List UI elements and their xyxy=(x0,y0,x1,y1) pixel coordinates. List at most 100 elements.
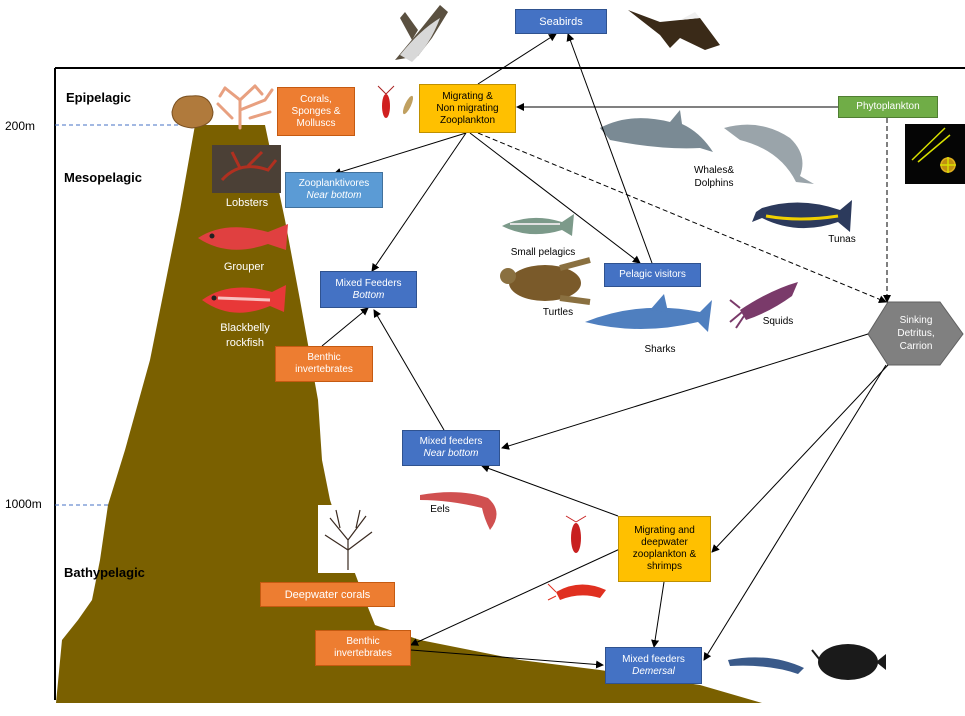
blackbelly-line1: Blackbelly xyxy=(220,322,270,334)
blackbelly-rockfish-label: Blackbelly rockfish xyxy=(205,321,285,351)
whales-dolphins-label: Whales& Dolphins xyxy=(682,164,746,190)
arrow-benthic-to-demersal xyxy=(410,649,604,669)
whales-line1: Whales& xyxy=(693,165,734,176)
grouper-label: Grouper xyxy=(223,261,265,273)
deepwater-corals-box: Deepwater corals xyxy=(260,582,395,607)
coral-branch-icon xyxy=(216,84,274,130)
migrating-deep-line3: zooplankton & xyxy=(632,549,697,560)
whale-icon xyxy=(724,124,814,184)
corals-line2: Sponges & xyxy=(291,105,341,117)
detritus-label: Sinking Detritus, Carrion xyxy=(872,314,960,353)
pelagic-visitors-box: Pelagic visitors xyxy=(604,263,701,287)
arrow-benthic-to-mixed-bottom xyxy=(321,307,369,347)
gorgonian-coral-icon xyxy=(324,509,373,570)
arrow-zooplankton-to-pelagic-visitors xyxy=(469,132,641,264)
detritus-line3: Carrion xyxy=(899,341,933,352)
zooplankton-copepod-icon xyxy=(377,85,414,118)
arrow-zooplankton-to-zooplanktivores xyxy=(333,132,467,176)
blackbelly-rockfish-icon xyxy=(202,285,286,313)
mixed-feeders-demersal-box: Mixed feeders Demersal xyxy=(605,647,702,684)
lobsters-label: Lobsters xyxy=(225,197,269,209)
corals-box: Corals, Sponges & Molluscs xyxy=(277,87,355,136)
eels-label: Eels xyxy=(430,504,450,515)
depth-1000m-label: 1000m xyxy=(5,497,42,511)
corals-line3: Molluscs xyxy=(296,117,336,129)
squid-icon xyxy=(729,282,798,329)
benthic-invertebrates-lower-box: Benthic invertebrates xyxy=(315,630,411,666)
mixed-near-line1: Mixed feeders xyxy=(419,436,483,447)
eel-icon xyxy=(420,492,497,530)
whales-line2: Dolphins xyxy=(694,178,734,189)
zone-bathypelagic: Bathypelagic xyxy=(64,565,145,580)
zooplankton-line3: Zooplankton xyxy=(439,114,496,126)
squids-label: Squids xyxy=(762,316,794,327)
zooplankton-line2: Non migrating xyxy=(436,102,499,114)
zone-epipelagic: Epipelagic xyxy=(66,90,132,105)
lobster-icon xyxy=(220,150,278,182)
seabird-right-icon xyxy=(628,10,720,50)
arrow-mixed-near-to-mixed-bottom xyxy=(373,309,445,431)
shrimp-icon xyxy=(547,583,606,601)
seabirds-label: Seabirds xyxy=(539,15,583,28)
benthic-invertebrates-upper-box: Benthic invertebrates xyxy=(275,346,373,382)
zooplanktivores-box: Zooplanktivores Near bottom xyxy=(285,172,383,208)
arrow-zooplankton-to-detritus xyxy=(477,132,887,304)
migrating-deep-line4: shrimps xyxy=(646,561,682,572)
mixed-bottom-line1: Mixed Feeders xyxy=(335,277,402,289)
seabirds-box: Seabirds xyxy=(515,9,607,34)
arrow-detritus-to-mixed-near xyxy=(501,333,869,450)
zooplanktivores-line1: Zooplanktivores xyxy=(298,178,370,189)
turtles-label: Turtles xyxy=(542,307,574,318)
benthic-lower-line1: Benthic xyxy=(346,636,380,647)
benthic-upper-line1: Benthic xyxy=(307,352,341,363)
arrow-migrating-to-mixed-near xyxy=(481,464,619,517)
grouper-icon xyxy=(198,224,288,250)
dolphin-icon xyxy=(600,110,713,152)
migrating-deep-line2: deepwater xyxy=(641,537,688,548)
phytoplankton-image xyxy=(905,124,965,184)
arrow-detritus-to-demersal xyxy=(703,364,887,661)
arrow-migrating-to-demersal xyxy=(651,581,665,648)
phytoplankton-box: Phytoplankton xyxy=(838,96,938,118)
seamount xyxy=(56,125,762,703)
arrow-zooplankton-to-mixed-bottom xyxy=(371,132,467,272)
arrow-migrating-to-benthic xyxy=(410,547,623,646)
mixed-demersal-line1: Mixed feeders xyxy=(622,653,685,665)
shark-icon xyxy=(585,294,712,332)
arrow-zooplankton-to-seabirds xyxy=(477,33,557,85)
turtle-icon xyxy=(500,257,591,305)
migrating-deepwater-box: Migrating and deepwater zooplankton & sh… xyxy=(618,516,711,582)
seabird-left-icon xyxy=(395,5,448,62)
mixed-feeders-bottom-box: Mixed Feeders Bottom xyxy=(320,271,417,308)
benthic-lower-line2: invertebrates xyxy=(334,648,392,659)
detritus-line1: Sinking xyxy=(899,315,933,326)
arrow-pelagic-to-seabirds xyxy=(566,33,653,264)
deepwater-corals-label: Deepwater corals xyxy=(284,588,371,601)
mixed-bottom-line2: Bottom xyxy=(352,289,385,301)
zooplankton-box: Migrating & Non migrating Zooplankton xyxy=(419,84,516,133)
sponge-icon xyxy=(171,95,214,129)
arrow-detritus-to-migrating xyxy=(711,364,889,553)
mixed-feeders-near-bottom-box: Mixed feeders Near bottom xyxy=(402,430,500,466)
benthic-upper-line2: invertebrates xyxy=(295,364,353,375)
deepsea-eel-fish-icon xyxy=(728,657,804,674)
anglerfish-icon xyxy=(811,644,886,680)
small-pelagics-label: Small pelagics xyxy=(510,247,576,258)
small-pelagic-fish-icon xyxy=(502,214,574,236)
zone-mesopelagic: Mesopelagic xyxy=(64,170,143,185)
blackbelly-line2: rockfish xyxy=(226,337,264,349)
migrating-deep-line1: Migrating and xyxy=(634,525,695,536)
tuna-icon xyxy=(752,200,852,232)
mixed-demersal-line2: Demersal xyxy=(632,665,675,677)
sharks-label: Sharks xyxy=(644,344,676,355)
zooplanktivores-line2: Near bottom xyxy=(306,190,362,201)
pelagic-visitors-label: Pelagic visitors xyxy=(619,269,686,280)
corals-line1: Corals, xyxy=(300,93,332,105)
diatom-icon xyxy=(911,127,956,173)
deep-zooplankton-icon xyxy=(565,515,587,553)
mixed-near-line2: Near bottom xyxy=(423,448,479,459)
depth-200m-label: 200m xyxy=(5,119,36,133)
tunas-label: Tunas xyxy=(828,234,856,245)
